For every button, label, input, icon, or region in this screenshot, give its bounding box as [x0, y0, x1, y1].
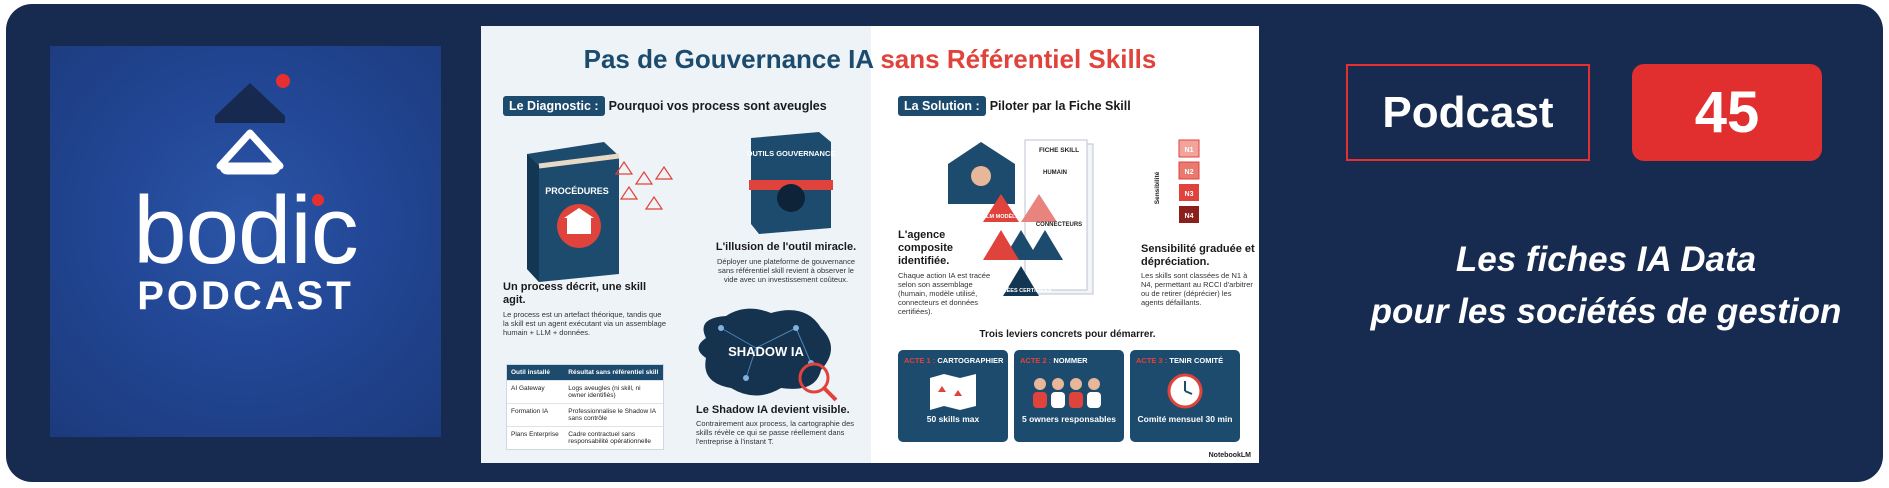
humain-label: HUMAIN	[1043, 170, 1067, 176]
sensitivity-ladder: Sensibilité N1 N2 N3 N4	[1154, 139, 1200, 223]
shadow-ia-icon: SHADOW IA	[698, 308, 838, 402]
fiche-skill-label: FICHE SKILL	[1039, 147, 1079, 154]
act-card-1: ACTE 1 : CARTOGRAPHIER 50 skills max	[898, 350, 1008, 442]
table-row: AI Gateway Logs aveugles (ni skill, ni o…	[507, 380, 663, 403]
infographic: Pas de Gouvernance IA sans Référentiel S…	[481, 26, 1259, 463]
table-row: Plans Enterprise Cadre contractuel sans …	[507, 426, 663, 449]
diagnostic-heading: Le Diagnostic :Pourquoi vos process sont…	[503, 96, 827, 116]
infographic-title: Pas de Gouvernance IA sans Référentiel S…	[583, 44, 1157, 74]
tools-table: Outil installé Résultat sans référentiel…	[506, 364, 664, 450]
fiche-skill-diagram: FICHE SKILL HUMAIN LLM MODÈLE CONNECTEUR…	[948, 139, 1094, 296]
clock-icon	[1167, 373, 1203, 409]
book-label: PROCÉDURES	[545, 186, 609, 196]
podcast-label: Podcast	[1346, 64, 1590, 161]
level-n1: N1	[1185, 147, 1194, 154]
sensibility-title: Sensibilité graduée et dépréciation.	[1141, 243, 1255, 268]
levers-title: Trois leviers concrets pour démarrer.	[979, 329, 1156, 340]
episode-number-badge: 45	[1632, 64, 1822, 161]
process-text: Le process est un artefact théorique, ta…	[503, 310, 667, 337]
logo-subtitle: PODCAST	[137, 274, 354, 318]
triangles-decoration	[614, 160, 674, 210]
map-icon	[930, 374, 976, 410]
illusion-text: Déployer une plateforme de gouvernance s…	[716, 257, 855, 284]
table-header: Outil installé Résultat sans référentiel…	[507, 365, 663, 380]
logo-accent-dot	[312, 194, 324, 206]
shadow-text: Contrairement aux process, la cartograph…	[696, 419, 854, 446]
sensitivity-label: Sensibilité	[1154, 171, 1161, 204]
sensibility-text: Les skills sont classées de N1 à N4, per…	[1141, 271, 1253, 307]
act-card-2: ACTE 2 : NOMMER 5 owners responsables	[1014, 350, 1124, 442]
bodic-logo: bodic PODCAST	[50, 46, 441, 437]
governance-tool-icon: OUTILS GOUVERNANCE	[747, 132, 836, 234]
podcast-banner: bodic PODCAST Pas de Gouvernance IA sans…	[6, 4, 1883, 482]
house-icon	[215, 74, 290, 175]
notebooklm-credit: NotebookLM	[1208, 452, 1251, 459]
episode-subtitle: Les fiches IA Data pour les sociétés de …	[1370, 240, 1842, 331]
level-n4: N4	[1185, 213, 1194, 220]
donnees-label: DONNÉES CERTIFIÉES	[990, 286, 1051, 294]
llm-label: LLM MODÈLE	[983, 212, 1020, 220]
process-title: Un process décrit, une skill agit.	[503, 281, 647, 306]
shadow-title: Le Shadow IA devient visible.	[696, 404, 850, 416]
level-n2: N2	[1185, 169, 1194, 176]
shadow-ia-label: SHADOW IA	[728, 344, 804, 359]
agence-title: L'agence composite identifiée.	[898, 229, 954, 267]
logo-wordmark: bodic	[133, 177, 359, 284]
governance-tool-label: OUTILS GOUVERNANCE	[747, 149, 836, 158]
illusion-title: L'illusion de l'outil miracle.	[715, 241, 857, 253]
people-icon	[1033, 378, 1101, 408]
procedures-book-icon: PROCÉDURES	[527, 142, 620, 282]
solution-heading: La Solution :Piloter par la Fiche Skill	[898, 96, 1131, 116]
level-n3: N3	[1185, 191, 1194, 198]
agence-text: Chaque action IA est tracée selon son as…	[898, 271, 991, 316]
act-card-3: ACTE 3 : TENIR COMITÉ Comité mensuel 30 …	[1130, 350, 1240, 442]
connecteurs-label: CONNECTEURS	[1036, 222, 1082, 228]
table-row: Formation IA Professionnalise le Shadow …	[507, 403, 663, 426]
